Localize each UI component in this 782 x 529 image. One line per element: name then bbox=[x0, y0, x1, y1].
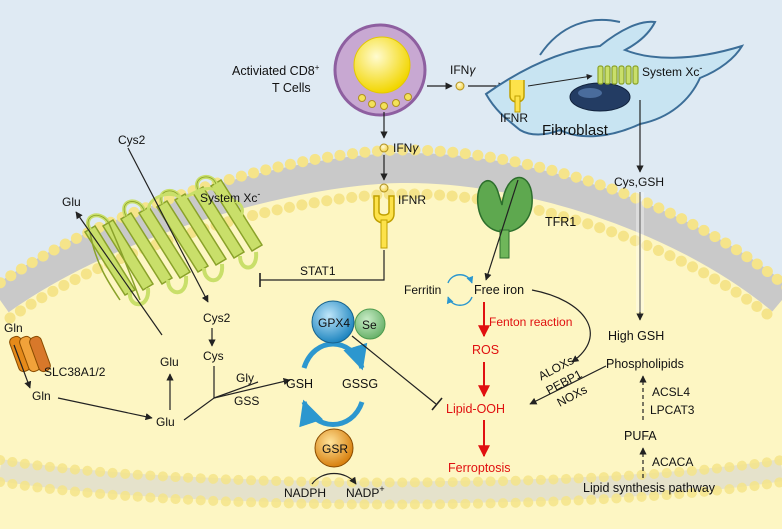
fibroblast-system-xc-label: System Xc- bbox=[642, 63, 702, 79]
membrane-lower-edge bbox=[0, 459, 782, 504]
cys-gsh-label: Cys,GSH bbox=[614, 175, 664, 189]
gssg-label: GSSG bbox=[342, 377, 378, 391]
arrow-cys2-in bbox=[127, 147, 209, 303]
ferritin-exchange-arrow-top bbox=[447, 274, 474, 284]
arrow-free-iron-to-alox bbox=[531, 289, 591, 363]
se-label: Se bbox=[362, 318, 377, 332]
ifng-mid-label: IFNγ bbox=[393, 141, 419, 155]
fibroblast-label: Fibroblast bbox=[542, 122, 609, 139]
arrow-through-membrane-highlight bbox=[636, 192, 644, 312]
arrow-fibro-ifnr-to-xc bbox=[527, 73, 593, 87]
arrow-tfr1-to-free-iron bbox=[484, 179, 519, 281]
gsr-enzyme bbox=[314, 428, 354, 468]
gpx4-enzyme bbox=[311, 300, 355, 344]
system-xc-cell-label: System Xc- bbox=[200, 189, 260, 205]
fibroblast-ifnr-receptor bbox=[509, 80, 525, 113]
ifng-bead-mid bbox=[379, 143, 389, 153]
lpcat3-label: LPCAT3 bbox=[650, 403, 695, 417]
pufa-label: PUFA bbox=[624, 429, 657, 443]
gss-branch-line bbox=[213, 381, 259, 399]
gsr-label: GSR bbox=[322, 442, 348, 456]
transporter-extracellular-loop bbox=[146, 187, 220, 219]
interior-fill-patch bbox=[0, 380, 782, 450]
nadp-label: NADP+ bbox=[346, 484, 385, 500]
free-iron-label: Free iron bbox=[474, 283, 524, 297]
transporter-tail-loop bbox=[217, 197, 244, 224]
fibroblast-system-xc bbox=[597, 65, 639, 85]
lipid-ooh-label: Lipid-OOH bbox=[446, 402, 505, 416]
tcell-label-line2: T Cells bbox=[272, 81, 311, 95]
lipid-synthesis-label: Lipid synthesis pathway bbox=[583, 481, 716, 495]
tfr1-receptor bbox=[476, 176, 533, 259]
gly-label: Gly bbox=[236, 371, 254, 385]
se-cofactor bbox=[354, 308, 386, 340]
ferroptosis-label: Ferroptosis bbox=[448, 461, 511, 475]
stat1-inhibition-line bbox=[260, 250, 385, 281]
ifng-bead-bound bbox=[379, 183, 389, 193]
fenton-label: Fenton reaction bbox=[489, 315, 572, 329]
gln-in-label: Gln bbox=[32, 389, 51, 403]
gpx4-inhibition-line bbox=[351, 335, 437, 405]
nadph-arrow bbox=[311, 472, 357, 485]
slc38-transporter bbox=[9, 335, 51, 373]
arrow-glu-out bbox=[75, 211, 163, 336]
ferritin-label: Ferritin bbox=[404, 283, 441, 297]
gln-top-label: Gln bbox=[4, 321, 23, 335]
acsl4-label: ACSL4 bbox=[652, 385, 690, 399]
gpx4-label: GPX4 bbox=[318, 316, 350, 330]
slc38-label: SLC38A1/2 bbox=[44, 365, 106, 379]
cell-ifnr-label: IFNR bbox=[398, 193, 426, 207]
nadph-label: NADPH bbox=[284, 486, 326, 500]
tcell-label: Activiated CD8+ bbox=[232, 63, 320, 78]
membrane-lower-beads bbox=[0, 455, 782, 488]
ifng-bead-top bbox=[455, 81, 465, 91]
ferritin-exchange-arrow-bottom bbox=[446, 296, 473, 306]
glu-mid-label: Glu bbox=[160, 355, 179, 369]
gpx4-inhibition-bar bbox=[431, 397, 443, 411]
acaca-label: ACACA bbox=[652, 455, 693, 469]
ifng-top-label: IFNγ bbox=[450, 63, 476, 77]
gss-label: GSS bbox=[234, 394, 259, 408]
membrane-lower-beads-2 bbox=[0, 477, 782, 510]
glu-bottom-label: Glu bbox=[156, 415, 175, 429]
ros-label: ROS bbox=[472, 343, 499, 357]
cys2-in-label: Cys2 bbox=[203, 311, 231, 325]
arrow-phospholipids-to-lipid-ooh bbox=[529, 365, 607, 405]
glu-top-label: Glu bbox=[62, 195, 81, 209]
cell-ifnr-receptor bbox=[373, 195, 395, 249]
arrow-gln-to-glu bbox=[57, 397, 153, 421]
cycle-bottom-arrow bbox=[299, 399, 365, 428]
cys-label: Cys bbox=[203, 349, 224, 363]
gsh-label: GSH bbox=[286, 377, 313, 391]
tfr1-label: TFR1 bbox=[545, 215, 576, 229]
phospholipids-label: Phospholipids bbox=[606, 357, 684, 371]
stat1-label: STAT1 bbox=[300, 264, 336, 278]
cycle-top-arrow bbox=[301, 341, 368, 371]
arrow-gln-in bbox=[13, 344, 32, 389]
cd8-t-cell bbox=[333, 23, 427, 117]
high-gsh-label: High GSH bbox=[608, 329, 664, 343]
cys2-top-label: Cys2 bbox=[118, 133, 146, 147]
fibroblast-ifnr-label: IFNR bbox=[500, 111, 528, 125]
